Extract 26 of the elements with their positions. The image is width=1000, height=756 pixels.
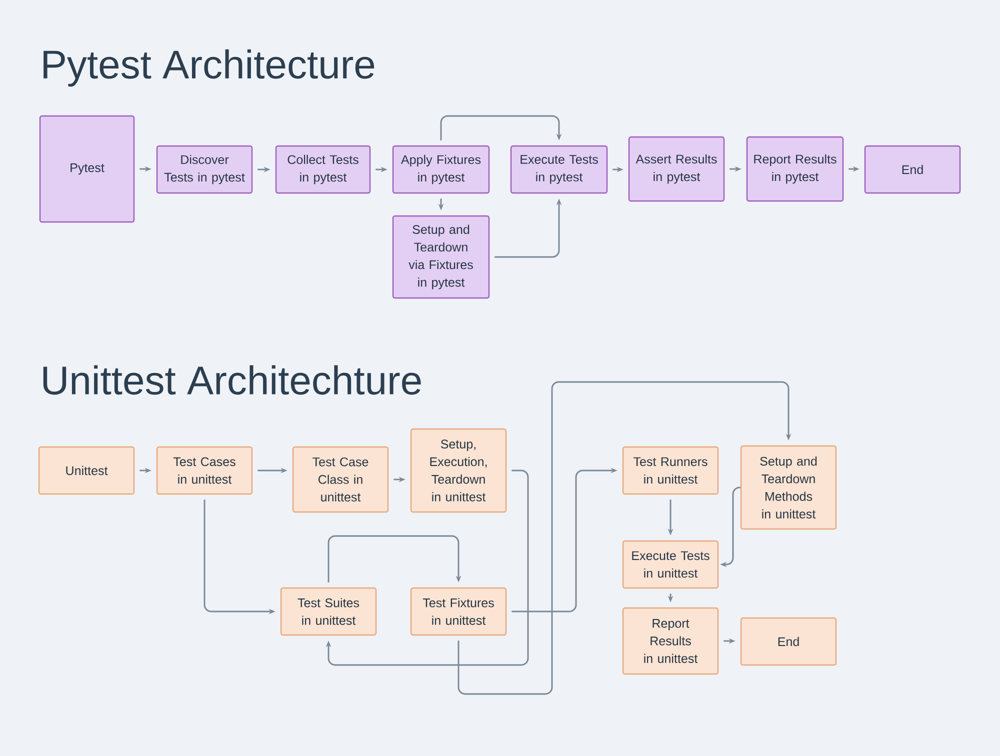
- arrow: [328, 535, 462, 582]
- process-box: Discover Tests in pytest: [156, 145, 253, 194]
- process-box: Assert Results in pytest: [628, 136, 725, 202]
- heading: Pytest Architecture: [44, 49, 374, 87]
- process-box: End: [740, 617, 837, 666]
- process-box: Report Results in pytest: [746, 136, 844, 202]
- process-box: Test Fixtures in unittest: [410, 587, 507, 636]
- process-box: Pytest: [39, 115, 135, 223]
- process-box: Report Results in unittest: [622, 607, 719, 675]
- arrow: [326, 470, 529, 666]
- process-box: Unittest: [38, 446, 135, 495]
- process-box: Test Runners in unittest: [622, 446, 719, 495]
- process-box: End: [864, 145, 961, 194]
- process-box: Test Suites in unittest: [280, 587, 377, 636]
- process-box: Setup and Teardown Methods in unittest: [740, 445, 837, 530]
- process-box: Apply Fixtures in pytest: [392, 145, 490, 194]
- process-box: Execute Tests in unittest: [622, 540, 719, 589]
- process-box: Setup and Teardown via Fixtures in pytest: [392, 215, 490, 299]
- heading: Unittest Architechture: [43, 365, 421, 395]
- process-box: Setup, Execution, Teardown in unittest: [410, 428, 507, 513]
- arrow: [440, 115, 562, 140]
- process-box: Test Cases in unittest: [156, 446, 253, 495]
- arrow: [458, 381, 792, 695]
- process-box: Test Case Class in unittest: [292, 446, 389, 513]
- process-box: Collect Tests in pytest: [275, 145, 371, 194]
- process-box: Execute Tests in pytest: [510, 145, 608, 194]
